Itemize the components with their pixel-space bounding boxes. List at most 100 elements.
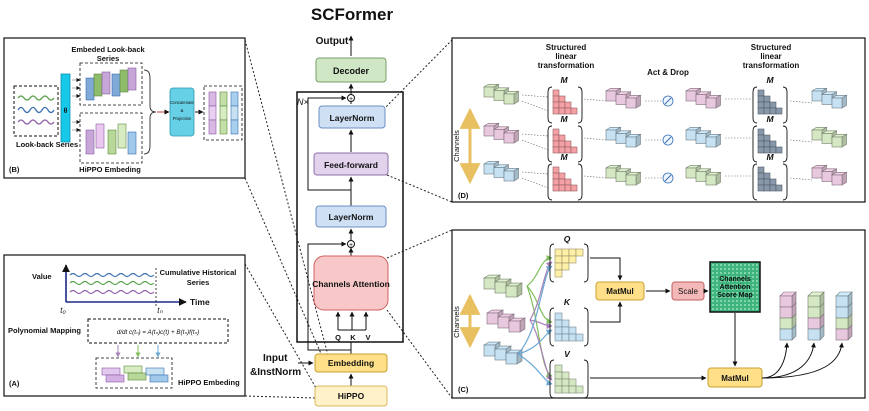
d-post-blue-face-1	[695, 171, 707, 182]
c-output-column-1	[807, 291, 825, 341]
d-matrix-left-green-cell-3-3	[570, 107, 578, 115]
d-matrix-left-green-cell-3-0	[552, 107, 560, 115]
v-matrix-cell-0-0	[554, 364, 563, 373]
scale-label: Scale	[678, 287, 699, 296]
c-input-blue-face-2	[505, 352, 518, 365]
d-mid-blue	[604, 164, 642, 186]
cum-wave-purple	[69, 289, 155, 295]
d-out-green-face-0	[811, 90, 823, 102]
d-matrix-right-green-cell-2-0	[757, 101, 765, 109]
formula-text: d/dt c(tₙ) = A(tₙ)c(t) + B(tₙ)f(tₙ)	[117, 329, 200, 336]
c-input-blue	[482, 341, 524, 365]
nx-label: N×	[297, 97, 309, 107]
q-matrix-cell-2-0	[554, 262, 563, 271]
v-matrix-label: V	[564, 349, 571, 359]
d-post-green	[684, 87, 722, 109]
embeded-series-box	[79, 62, 143, 106]
d-matrix-left-green-cell-1-1	[558, 95, 566, 103]
v-matrix-bracket-right	[583, 359, 589, 399]
tn-label: tₙ	[157, 306, 163, 315]
d-bracket-left-green-right	[577, 86, 583, 124]
hippo-embeding-box	[79, 112, 143, 164]
c-input-pink-face-0	[486, 312, 499, 325]
k-matrix-cell-1-0	[554, 319, 563, 328]
d-dots-c-pink	[583, 137, 607, 141]
d-input-pink	[482, 122, 520, 144]
k-matrix-cell-3-1	[561, 333, 570, 342]
d-matrix-left-pink-cell-3-3	[570, 146, 578, 154]
d-input-pink-face-0	[483, 125, 495, 137]
d-post-green-face-1	[695, 94, 707, 105]
d-post-pink	[684, 126, 722, 148]
lookback-wave-green	[17, 95, 55, 101]
d-matrix-right-pink-cell-2-0	[757, 140, 765, 148]
q-matrix-bracket-right	[583, 243, 589, 283]
embeded-bars	[85, 67, 137, 101]
d-matrix-right-green-cell-1-1	[763, 95, 771, 103]
q-matrix-cell-3-0	[554, 269, 563, 278]
c-out-face-2-3	[835, 328, 849, 341]
score-map-label-2: Attention	[720, 284, 751, 291]
k-matrix-cell-3-3	[575, 333, 584, 342]
instnorm-label: &InstNorm	[250, 367, 301, 378]
k-matrix	[554, 312, 584, 342]
act-drop-label: Act & Drop	[647, 68, 689, 77]
lookback-wave-blue	[17, 106, 55, 114]
d-post-blue	[684, 164, 722, 186]
concat-label-3: Projection	[173, 116, 192, 121]
lookback-box	[13, 85, 59, 137]
d-matrix-left-pink-cell-1-0	[552, 134, 560, 142]
d-matrix-left-blue-cell-2-1	[558, 178, 566, 186]
k-matrix-cell-0-0	[554, 312, 563, 321]
d-out-pink-face-1	[821, 133, 833, 144]
score-map-label-3: Score Map	[717, 292, 752, 299]
panel-b: Look-back Series θ Embeded Look-back Ser…	[3, 37, 246, 179]
panel-a-hippo-label: HiPPO Embeding	[178, 378, 240, 387]
dotted-connectors	[244, 39, 453, 399]
c-out-face-1-3	[807, 328, 821, 341]
k-matrix-label: K	[564, 297, 571, 307]
c-input-green-face-0	[483, 277, 496, 290]
embedding-block	[314, 353, 388, 373]
d-m-left-label-green: M	[560, 75, 568, 85]
d-mid-green-face-2	[625, 97, 637, 109]
d-matrix-left-green-cell-2-2	[564, 101, 572, 109]
v-matrix-bracket-left	[549, 359, 555, 399]
d-mid-green	[604, 87, 642, 109]
c-out-face-0-3	[779, 328, 793, 341]
d-post-green-face-2	[705, 97, 717, 109]
d-matrix-left-blue-cell-2-2	[564, 178, 572, 186]
slt-right-label-3: transformation	[743, 61, 800, 70]
layernorm-top-block	[318, 105, 386, 129]
nx-repeat-box	[296, 91, 404, 343]
d-matrix-right-green-cell-1-0	[757, 95, 765, 103]
c-out-face-0-1	[779, 306, 793, 319]
d-dots-a-pink	[521, 133, 549, 137]
c-out-face-2-1	[835, 306, 849, 319]
d-matrix-right-pink-cell-1-0	[757, 134, 765, 142]
theta-bar	[60, 73, 71, 143]
d-bracket-left-pink-right	[577, 125, 583, 163]
t0-label: t₀	[60, 306, 66, 315]
q-matrix-cell-0-0	[554, 248, 563, 257]
k-matrix-cell-2-2	[568, 326, 577, 335]
d-mid-green-face-0	[605, 90, 617, 102]
panel-d-frame	[451, 37, 866, 203]
c-out-face-2-0	[835, 295, 849, 308]
d-dots-c-blue	[583, 175, 607, 179]
d-matrix-left-pink-cell-3-0	[552, 146, 560, 154]
d-m-right-label-green: M	[766, 75, 774, 85]
c-out-face-0-2	[779, 317, 793, 330]
d-bracket-right-green-right	[782, 86, 788, 124]
score-map-label-1: Channels	[719, 276, 751, 283]
v-label: V	[365, 333, 370, 342]
d-bracket-left-green-left	[547, 86, 553, 124]
d-bracket-left-pink-left	[547, 125, 553, 163]
d-input-green-face-2	[503, 93, 515, 105]
d-input-blue	[482, 160, 520, 182]
d-m-right-label-pink: M	[766, 114, 774, 124]
d-matrix-right-pink-cell-1-1	[763, 134, 771, 142]
d-mid-pink-face-1	[615, 133, 627, 144]
q-matrix-cell-0-1	[561, 248, 570, 257]
d-matrix-right-blue-cell-3-0	[757, 184, 765, 192]
